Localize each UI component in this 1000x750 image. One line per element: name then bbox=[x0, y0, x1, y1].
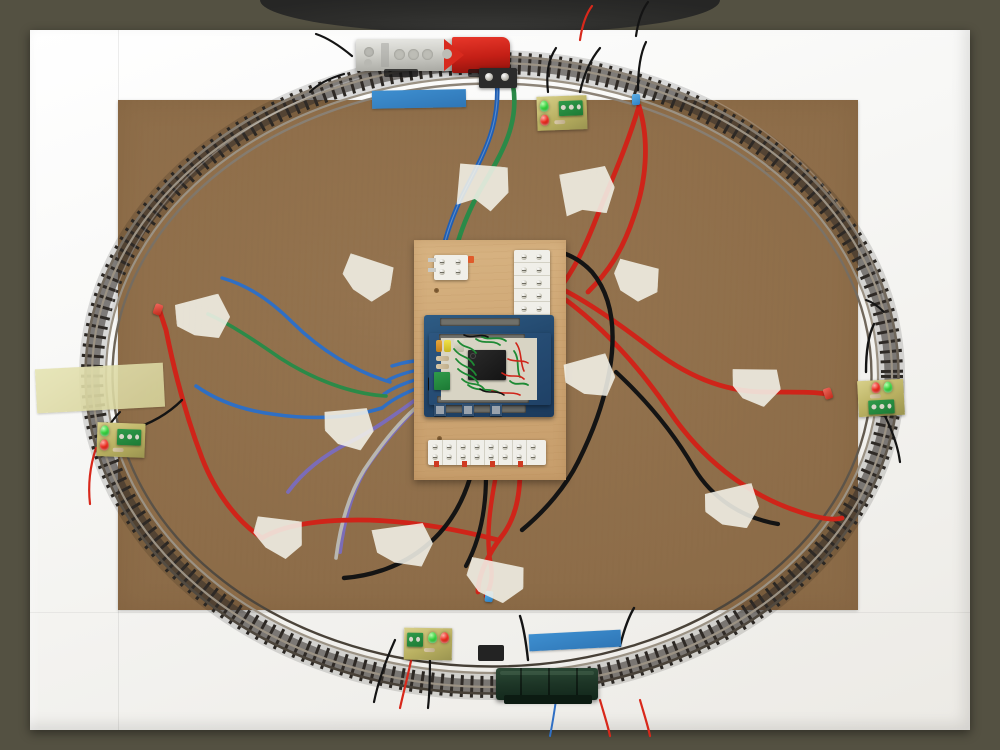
arduino-header-bottom[interactable] bbox=[440, 405, 526, 413]
plywood-screw-hole-top bbox=[434, 288, 439, 293]
plywood-screw-hole-bottom bbox=[437, 436, 442, 441]
track-power-clip-top bbox=[479, 68, 517, 88]
capacitor-orange bbox=[436, 340, 442, 352]
signal-top-green-led bbox=[539, 100, 549, 112]
push-button-3[interactable] bbox=[490, 404, 502, 416]
spade-connector-top-right bbox=[632, 94, 640, 105]
terminal-insulator-1 bbox=[434, 461, 439, 467]
loco-roof-detail-6 bbox=[442, 49, 452, 59]
loco-bogie-1 bbox=[384, 69, 418, 77]
green-loco-body bbox=[496, 668, 598, 700]
loco-chevron bbox=[444, 39, 464, 71]
signal-left-terminal[interactable] bbox=[116, 428, 142, 446]
locomotive-dark-green[interactable] bbox=[496, 662, 602, 704]
terminal-strip-bottom[interactable] bbox=[428, 440, 546, 465]
resistor-1 bbox=[436, 356, 449, 361]
pencil-mark-3: 3 bbox=[765, 156, 775, 177]
loco-roof-detail-4 bbox=[408, 49, 419, 60]
paper-fold-line-horizontal bbox=[30, 612, 970, 613]
component-white-block bbox=[454, 339, 464, 352]
loco-roof-detail-3 bbox=[394, 49, 405, 60]
signal-right-green-led bbox=[883, 381, 893, 393]
green-loco-rib-1 bbox=[520, 668, 522, 700]
push-button-1[interactable] bbox=[434, 404, 446, 416]
signal-left-green-led bbox=[100, 425, 110, 437]
terminal-pin-b bbox=[428, 268, 436, 272]
signal-bottom-green-led bbox=[428, 632, 438, 644]
signal-bottom-red-led bbox=[440, 632, 450, 644]
green-loco-footplate bbox=[504, 695, 592, 704]
green-loco-rib-3 bbox=[576, 668, 578, 700]
terminal-block-top-left[interactable] bbox=[434, 255, 468, 280]
track-power-clip-bottom bbox=[478, 645, 504, 661]
shield-jumper-wires bbox=[453, 334, 529, 396]
green-loco-rib-2 bbox=[548, 668, 550, 700]
signal-bottom-resistor bbox=[423, 647, 435, 653]
signal-bottom-terminal[interactable] bbox=[406, 632, 424, 647]
push-button-2[interactable] bbox=[462, 404, 474, 416]
terminal-insulator-3 bbox=[490, 461, 495, 467]
terminal-pin-a bbox=[428, 258, 436, 262]
signal-left-red-led bbox=[99, 439, 110, 451]
loco-roof-panel bbox=[381, 43, 389, 67]
loco-roof-detail-1 bbox=[364, 47, 374, 57]
signal-right-terminal[interactable] bbox=[868, 399, 895, 415]
green-loco-highlight bbox=[500, 671, 594, 675]
signal-board-bottom[interactable] bbox=[403, 627, 453, 661]
locomotive-red-white[interactable] bbox=[356, 33, 510, 77]
signal-left-resistor bbox=[112, 447, 124, 453]
blue-tape-top bbox=[371, 89, 467, 109]
terminal-insulator-2 bbox=[462, 461, 467, 467]
signal-top-terminal[interactable] bbox=[558, 100, 584, 117]
loco-roof-detail-5 bbox=[422, 49, 433, 60]
signal-right-resistor bbox=[869, 394, 881, 399]
arduino-header-top[interactable] bbox=[440, 318, 520, 326]
green-terminal-shield[interactable] bbox=[434, 372, 450, 390]
capacitor-yellow bbox=[444, 340, 451, 352]
signal-board-left[interactable] bbox=[96, 422, 146, 458]
signal-board-right[interactable] bbox=[857, 378, 905, 418]
signal-top-red-led bbox=[540, 114, 550, 126]
terminal-insulator-4 bbox=[518, 461, 523, 467]
yellow-tape-left-edge bbox=[34, 362, 166, 414]
terminal-insulator-orange bbox=[468, 256, 474, 263]
signal-board-top[interactable] bbox=[536, 95, 588, 131]
signal-right-red-led bbox=[871, 382, 881, 394]
signal-top-resistor bbox=[554, 119, 566, 125]
loco-roof-detail-2 bbox=[364, 59, 372, 67]
resistor-2 bbox=[436, 364, 449, 369]
